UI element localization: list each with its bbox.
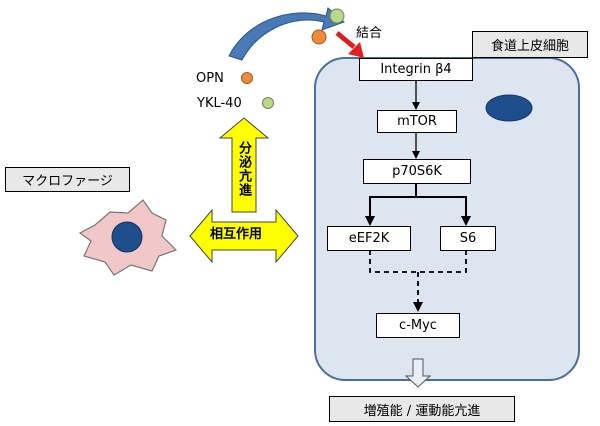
opn-label: OPN <box>196 71 224 86</box>
outcome-arrow <box>404 358 432 388</box>
integrin-box: Integrin β4 <box>359 58 473 81</box>
p70s6k-box: p70S6K <box>363 159 471 184</box>
mtor-box: mTOR <box>377 110 457 133</box>
dashed-eef2k <box>369 250 467 273</box>
opn-ligand <box>311 29 327 45</box>
interaction-label: 相互作用 <box>210 227 263 242</box>
ykl40-legend-circle <box>262 97 274 109</box>
cmyc-box: c-Myc <box>376 313 460 338</box>
secretion-arrow <box>218 117 270 213</box>
s6-box: S6 <box>440 226 496 251</box>
opn-legend-circle <box>241 72 253 84</box>
ykl40-ligand <box>329 8 345 24</box>
eef2k-box: eEF2K <box>327 226 411 251</box>
arrow-p70s6k-split <box>369 183 417 219</box>
arrowhead-cmyc <box>413 302 423 312</box>
binding-label: 結合 <box>356 26 383 41</box>
interaction-arrow <box>189 208 299 264</box>
outcome-box: 増殖能 / 運動能亢進 <box>329 396 515 422</box>
binding-arrow-head <box>348 42 364 58</box>
secretion-label: 分泌亢進 <box>236 141 251 197</box>
epithelial-nucleus <box>485 94 533 122</box>
esophageal-cell-label: 食道上皮細胞 <box>472 31 588 58</box>
macrophage-nucleus <box>111 221 143 253</box>
curved-secretion-arrow <box>228 7 345 61</box>
binding-arrow-shaft <box>335 31 356 49</box>
arrow-p70s6k-s6 <box>416 196 467 219</box>
macrophage-label: マクロファージ <box>5 167 130 192</box>
arrowhead-s6 <box>461 216 471 226</box>
arrowhead-eef2k <box>365 216 375 226</box>
ykl40-label: YKL-40 <box>197 96 242 111</box>
